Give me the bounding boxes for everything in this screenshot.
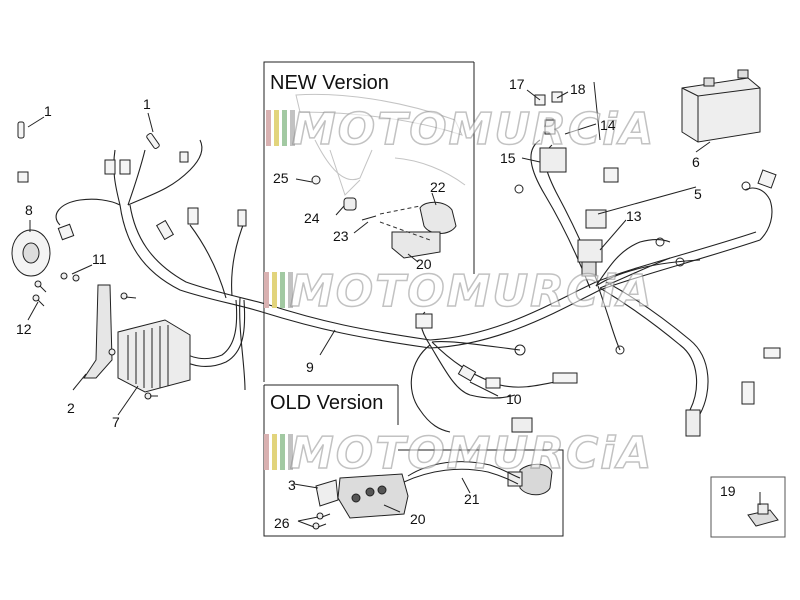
bracket bbox=[83, 284, 113, 379]
starter-solenoid bbox=[539, 147, 567, 173]
part-label-12: 12 bbox=[16, 321, 32, 337]
leader-lines bbox=[27, 81, 761, 528]
watermark-bars-1 bbox=[266, 110, 295, 146]
part-label-26: 26 bbox=[274, 515, 290, 531]
part-label-1b: 1 bbox=[143, 96, 151, 112]
relay-13 bbox=[577, 239, 603, 263]
old-version-title: OLD Version bbox=[270, 392, 384, 414]
part-label-20-old: 20 bbox=[410, 511, 426, 527]
part-label-20-new: 20 bbox=[416, 256, 432, 272]
regulator bbox=[117, 319, 191, 393]
dashed-links bbox=[379, 205, 431, 241]
sensor-21 bbox=[519, 463, 553, 496]
watermark-text-1: MOTOMURCiA bbox=[291, 103, 656, 156]
part-label-14: 14 bbox=[600, 117, 616, 133]
part-label-7: 7 bbox=[112, 414, 120, 430]
part-label-1a: 1 bbox=[44, 103, 52, 119]
part-label-10: 10 bbox=[506, 391, 522, 407]
part-label-21: 21 bbox=[464, 491, 480, 507]
part-label-6: 6 bbox=[692, 154, 700, 170]
part-19-box bbox=[710, 476, 786, 538]
watermark-text-2: MOTOMURCiA bbox=[289, 265, 654, 318]
part-label-22: 22 bbox=[430, 179, 446, 195]
part-label-9: 9 bbox=[306, 359, 314, 375]
module-20-new bbox=[391, 231, 441, 259]
part-label-25: 25 bbox=[273, 170, 289, 186]
part-label-15: 15 bbox=[500, 150, 516, 166]
part-label-5: 5 bbox=[694, 186, 702, 202]
part-label-13: 13 bbox=[626, 208, 642, 224]
part-label-2: 2 bbox=[67, 400, 75, 416]
part-label-24: 24 bbox=[304, 210, 320, 226]
new-version-title: NEW Version bbox=[270, 72, 389, 94]
part-label-18: 18 bbox=[570, 81, 586, 97]
fasteners bbox=[32, 272, 331, 530]
part-label-3: 3 bbox=[288, 477, 296, 493]
watermark-text-3: MOTOMURCiA bbox=[289, 427, 654, 480]
part-label-8: 8 bbox=[25, 202, 33, 218]
bulb-1a bbox=[17, 121, 25, 139]
sensor-22 bbox=[419, 201, 457, 234]
main-harness bbox=[55, 139, 773, 433]
watermark-bars-2 bbox=[264, 272, 293, 308]
relay-5 bbox=[585, 209, 607, 229]
battery bbox=[681, 69, 761, 143]
part-label-11: 11 bbox=[92, 251, 107, 267]
frame-sketch bbox=[295, 93, 466, 196]
components bbox=[11, 69, 781, 527]
bulb-1b bbox=[146, 133, 160, 149]
watermark-bars-3 bbox=[264, 434, 293, 470]
part-label-19: 19 bbox=[720, 483, 736, 499]
old-version-wire bbox=[403, 461, 521, 485]
old-version-box bbox=[263, 384, 564, 537]
part-label-17: 17 bbox=[509, 76, 525, 92]
part-label-23: 23 bbox=[333, 228, 349, 244]
